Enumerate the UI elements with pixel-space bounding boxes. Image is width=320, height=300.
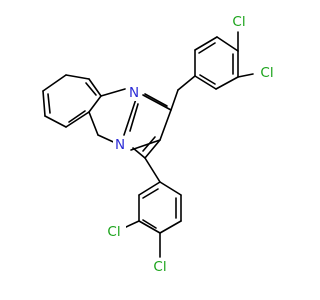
bond — [88, 78, 102, 97]
chlorine-atom-label: Cl — [107, 224, 120, 240]
bond — [65, 111, 90, 128]
bond — [65, 74, 90, 80]
pyrazole-ring — [123, 89, 179, 159]
bond — [144, 157, 161, 183]
bond — [130, 139, 161, 151]
bond — [138, 181, 161, 196]
label-backdrop — [254, 64, 280, 81]
structure-diagram: Cl Cl Cl Cl N N — [42, 13, 280, 275]
double-bond-inner — [198, 42, 216, 54]
bond — [144, 139, 161, 159]
double-bond-inner — [47, 93, 51, 114]
methylbenzyl-group — [42, 74, 126, 146]
bond — [138, 220, 161, 234]
double-bond-inner — [142, 219, 157, 229]
bond — [215, 76, 239, 90]
methyl-bond — [100, 88, 126, 97]
bond — [237, 73, 254, 78]
bond — [44, 115, 67, 128]
bond — [194, 75, 217, 90]
bond — [177, 75, 196, 91]
bond — [170, 89, 179, 111]
label-backdrop — [100, 223, 126, 240]
label-backdrop — [113, 137, 127, 153]
bond — [88, 95, 102, 113]
label-backdrop — [226, 13, 252, 30]
nitrogen-atom-label: N — [129, 85, 139, 101]
bond — [123, 95, 138, 136]
upper-dichlorophenyl-ring — [194, 31, 254, 90]
bond — [42, 74, 67, 92]
double-bond-inner — [85, 82, 97, 96]
bond — [159, 181, 182, 196]
double-bond-inner — [142, 136, 156, 152]
label-backdrop — [147, 258, 173, 275]
chlorine-atom-label: Cl — [260, 65, 273, 81]
bond — [159, 109, 172, 141]
double-bond-inner — [199, 74, 216, 85]
lower-dichlorophenyl-ring — [125, 181, 182, 258]
double-bond-inner — [68, 110, 86, 123]
bond — [88, 111, 99, 136]
bond — [142, 94, 172, 111]
bond — [125, 220, 140, 228]
bond — [159, 220, 182, 234]
double-bond-inner — [142, 188, 159, 199]
double-bond-inner — [144, 93, 168, 107]
chlorine-atom-label: Cl — [153, 259, 166, 275]
bond — [42, 90, 46, 117]
double-bond-inner — [129, 103, 139, 132]
bond — [216, 36, 239, 52]
label-backdrop — [127, 85, 141, 101]
chlorine-atom-label: Cl — [232, 14, 245, 30]
nitrogen-atom-label: N — [115, 137, 125, 153]
bond — [194, 36, 218, 51]
molecule-canvas: Cl Cl Cl Cl N N — [42, 13, 280, 275]
bond — [132, 147, 146, 159]
